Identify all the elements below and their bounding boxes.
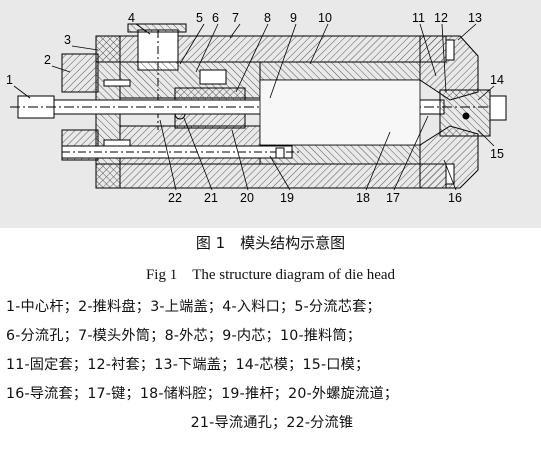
label-21: 21 bbox=[204, 191, 218, 205]
push-cylinder bbox=[199, 61, 421, 165]
leader-lines bbox=[13, 23, 495, 191]
storage-cavity bbox=[259, 79, 421, 146]
legend-line-5: 21-导流通孔；22-分流锥 bbox=[190, 415, 354, 431]
label-3: 3 bbox=[64, 33, 71, 47]
label-13: 13 bbox=[468, 11, 482, 25]
label-1: 1 bbox=[6, 73, 13, 87]
label-7: 7 bbox=[232, 11, 239, 25]
label-14: 14 bbox=[490, 73, 504, 87]
legend-line-4: 16-导流套；17-键；18-储料腔；19-推杆；20-外螺旋流道； bbox=[6, 386, 399, 402]
figure-caption-chinese: 图 1 模头结构示意图 bbox=[195, 234, 346, 252]
label-17: 17 bbox=[386, 191, 400, 205]
push-rod bbox=[61, 145, 300, 159]
label-12: 12 bbox=[434, 11, 448, 25]
label-9: 9 bbox=[290, 11, 297, 25]
label-10: 10 bbox=[318, 11, 332, 25]
callout-numbers: 1 2 3 4 5 6 7 8 9 10 11 12 13 14 15 16 1… bbox=[6, 11, 504, 205]
label-11: 11 bbox=[412, 11, 425, 25]
die-head-drawing: 1 2 3 4 5 6 7 8 9 10 11 12 13 14 15 16 1… bbox=[0, 0, 541, 228]
label-8: 8 bbox=[264, 11, 271, 25]
legend-line-1: 1-中心杆；2-推料盘；3-上端盖；4-入料口；5-分流芯套； bbox=[6, 299, 381, 315]
label-22: 22 bbox=[168, 191, 182, 205]
parts-legend: 1-中心杆；2-推料盘；3-上端盖；4-入料口；5-分流芯套； 6-分流孔；7-… bbox=[6, 293, 538, 438]
die-and-mandrel bbox=[419, 35, 507, 189]
figure-caption-english: Fig 1 The structure diagram of die head bbox=[145, 267, 396, 283]
label-6: 6 bbox=[212, 11, 219, 25]
label-16: 16 bbox=[448, 191, 462, 205]
legend-line-2: 6-分流孔；7-模头外筒；8-外芯；9-内芯；10-推料筒； bbox=[6, 328, 362, 344]
legend-line-3: 11-固定套；12-衬套；13-下端盖；14-芯模；15-口模； bbox=[6, 357, 370, 373]
label-15: 15 bbox=[490, 147, 504, 161]
label-2: 2 bbox=[44, 53, 51, 67]
label-5: 5 bbox=[196, 11, 203, 25]
label-19: 19 bbox=[280, 191, 294, 205]
label-18: 18 bbox=[356, 191, 370, 205]
label-4: 4 bbox=[128, 11, 135, 25]
label-20: 20 bbox=[240, 191, 254, 205]
